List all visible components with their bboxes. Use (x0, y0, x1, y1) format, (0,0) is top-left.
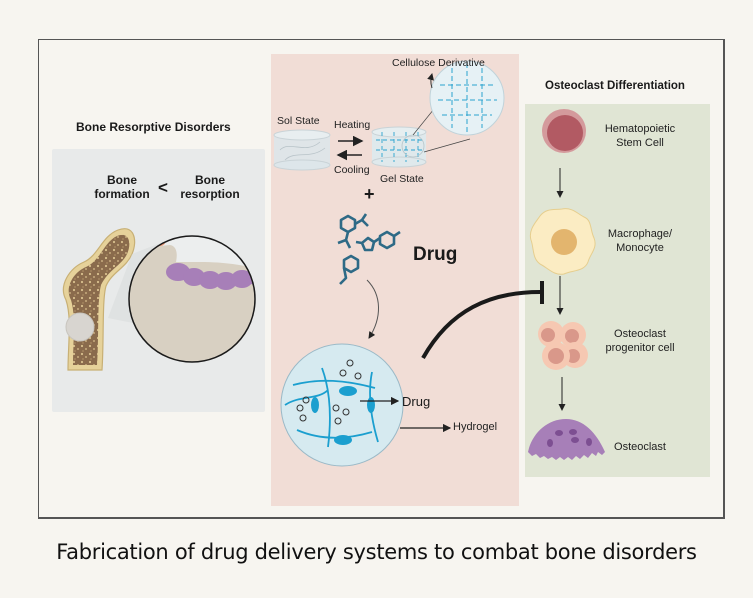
macrophage-icon (529, 208, 596, 275)
femur-bone-icon (62, 228, 136, 371)
stage-label-line2: Stem Cell (616, 137, 664, 149)
drug-pointer-label: Drug (402, 394, 431, 409)
stage-label-line2: Monocyte (616, 242, 664, 254)
gel-cylinder-icon (371, 126, 427, 168)
cellulose-derivative-label: Cellulose Derivative (392, 57, 485, 69)
stage-label-progenitor: Osteoclast progenitor cell (590, 327, 690, 355)
bone-formation-label: Bone formation (90, 173, 154, 201)
heating-label: Heating (334, 119, 371, 131)
sol-state-label: Sol State (277, 115, 320, 127)
hydrogel-label: Hydrogel (453, 421, 498, 433)
osteoclast-icon (528, 419, 605, 460)
stage-label-line1: Hematopoietic (604, 123, 676, 135)
cooling-label: Cooling (334, 164, 370, 176)
drug-title: Drug (413, 244, 458, 265)
bone-resorption-line2: resorption (180, 187, 240, 201)
stage-label-line1: Osteoclast (614, 328, 666, 340)
polymer-network-icon (429, 60, 505, 136)
stage-label-line1: Macrophage/ (607, 228, 673, 240)
inhibition-arc (421, 290, 541, 359)
drug-molecule-icon (337, 213, 401, 285)
progenitor-cells-icon (538, 321, 588, 370)
osteoclast-panel (525, 104, 710, 477)
plus-sign: + (364, 184, 375, 204)
stem-cell-icon (542, 109, 586, 153)
osteoclast-differentiation-title: Osteoclast Differentiation (545, 80, 685, 92)
bone-resorption-label: Bone resorption (176, 173, 244, 201)
bone-resorption-line1: Bone (195, 173, 225, 187)
hydrogel-sphere-icon (280, 343, 404, 467)
stage-label-macrophage: Macrophage/ Monocyte (590, 227, 690, 255)
cellulose-arrow (427, 73, 434, 89)
bone-formation-line2: formation (94, 187, 150, 201)
less-than-sign: < (158, 178, 168, 197)
bone-formation-line1: Bone (107, 173, 137, 187)
drug-to-hydrogel-arrow (366, 279, 379, 339)
figure-caption: Fabrication of drug delivery systems to … (56, 540, 697, 564)
sol-cylinder-icon (273, 129, 331, 171)
stage-label-line1: Osteoclast (614, 441, 666, 453)
magnifier-circle-icon (128, 235, 256, 363)
stage-label-hematopoietic: Hematopoietic Stem Cell (590, 122, 690, 150)
stage-label-osteoclast: Osteoclast (590, 440, 690, 454)
stage-label-line2: progenitor cell (605, 342, 675, 354)
bone-disorders-title: Bone Resorptive Disorders (76, 120, 231, 134)
gel-state-label: Gel State (380, 173, 424, 185)
